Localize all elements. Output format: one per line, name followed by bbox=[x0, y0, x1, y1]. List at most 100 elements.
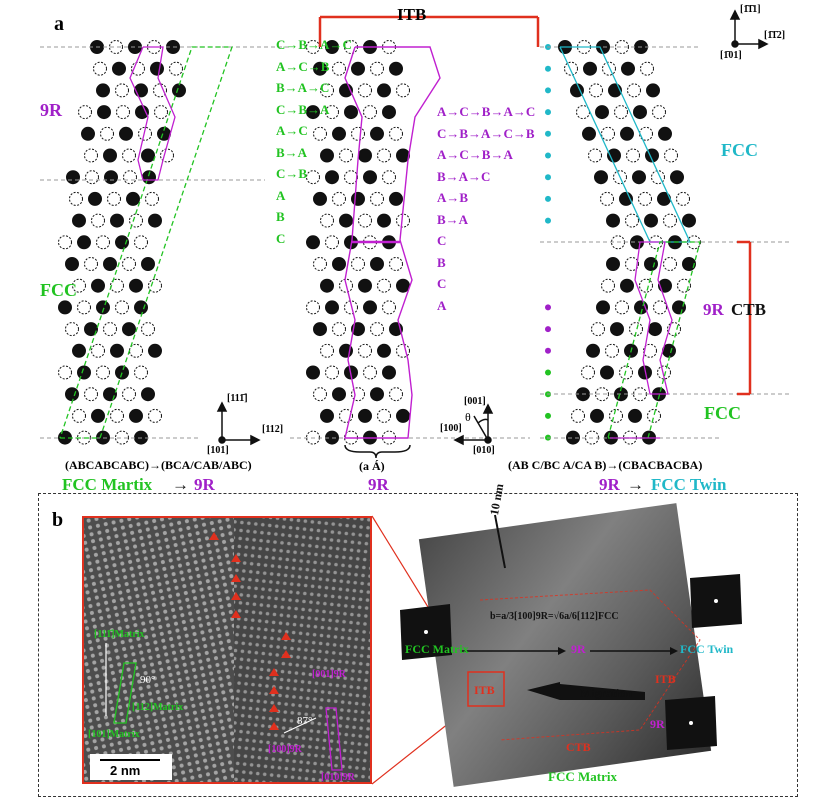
atom bbox=[84, 257, 98, 271]
atom bbox=[126, 191, 140, 206]
atom bbox=[320, 343, 334, 358]
label-9r: 9R bbox=[571, 642, 586, 656]
atom bbox=[313, 126, 327, 141]
atom bbox=[332, 61, 346, 76]
atom bbox=[148, 408, 162, 423]
atom bbox=[115, 83, 129, 98]
atom bbox=[129, 408, 143, 423]
boundary-arrowhead bbox=[269, 722, 279, 730]
9r-cell-left bbox=[129, 46, 176, 181]
axis-mid-left: [100] bbox=[440, 423, 462, 434]
caption-right-b: FCC Twin bbox=[651, 475, 727, 494]
atom bbox=[313, 387, 327, 402]
atom bbox=[377, 83, 391, 98]
scale-bar-small: 2 nm bbox=[110, 763, 141, 778]
stacking-row: A→C→B→A→C bbox=[437, 104, 536, 119]
period-label: (a Á) bbox=[359, 459, 385, 473]
atom bbox=[110, 213, 124, 228]
atom bbox=[325, 105, 339, 120]
atom bbox=[339, 213, 353, 228]
boundary-arrowhead bbox=[281, 650, 291, 658]
atom bbox=[351, 322, 365, 337]
label-itb-right: ITB bbox=[655, 672, 676, 686]
axes-mid bbox=[453, 403, 494, 446]
stacking-row: C→B→A→C→B bbox=[437, 125, 535, 141]
atom bbox=[389, 191, 403, 206]
atom bbox=[658, 126, 672, 141]
atom bbox=[306, 365, 320, 380]
atom bbox=[358, 213, 372, 228]
atom bbox=[358, 278, 372, 293]
stacking-row: A bbox=[276, 187, 286, 203]
atom bbox=[104, 170, 118, 185]
stacking-row: B bbox=[437, 254, 446, 270]
atom bbox=[332, 191, 346, 206]
period-brace bbox=[344, 444, 411, 459]
atom bbox=[615, 300, 629, 315]
atom bbox=[325, 170, 339, 185]
atom bbox=[595, 387, 609, 402]
atom bbox=[382, 300, 396, 315]
atom bbox=[607, 148, 621, 163]
atom bbox=[664, 148, 678, 163]
atom bbox=[141, 387, 155, 402]
axis-right-origin: [1̄01] bbox=[720, 50, 742, 61]
atom bbox=[625, 213, 639, 228]
atom bbox=[320, 148, 334, 163]
stacking-dot bbox=[545, 152, 551, 159]
atom bbox=[77, 365, 91, 380]
atom bbox=[84, 148, 98, 163]
atom bbox=[122, 387, 136, 402]
stacking-dot bbox=[545, 326, 551, 333]
atom bbox=[154, 105, 168, 120]
atom bbox=[589, 83, 603, 98]
atom bbox=[647, 408, 661, 423]
atom bbox=[663, 257, 677, 271]
hrtem-image: 2 nm [111̄]Matrix [112]Matrix [101]Matri… bbox=[82, 516, 372, 784]
atom bbox=[377, 278, 391, 293]
atom bbox=[110, 408, 124, 423]
atom bbox=[115, 430, 129, 445]
atom bbox=[119, 126, 133, 141]
atom bbox=[325, 365, 339, 380]
atom bbox=[644, 213, 658, 228]
stacking-row: A→B bbox=[437, 190, 469, 205]
atom bbox=[91, 343, 105, 358]
atom bbox=[129, 343, 143, 358]
atom bbox=[382, 105, 396, 120]
atom bbox=[88, 191, 102, 206]
atom bbox=[320, 278, 334, 293]
hr-angle-87: 87° bbox=[297, 715, 313, 727]
atom bbox=[682, 257, 696, 271]
boundary-arrowhead bbox=[281, 632, 291, 640]
atom bbox=[370, 126, 384, 141]
atom bbox=[389, 61, 403, 76]
atom bbox=[389, 126, 403, 141]
itb-label-top: ITB bbox=[397, 5, 427, 24]
atom bbox=[644, 257, 658, 271]
atom bbox=[58, 235, 72, 250]
atom bbox=[583, 61, 597, 76]
hr-angle-90: 90° bbox=[140, 674, 156, 686]
atom bbox=[306, 300, 320, 315]
atom bbox=[141, 322, 155, 337]
stacking-row: B→A→C bbox=[437, 168, 491, 184]
atom bbox=[148, 278, 162, 293]
atom bbox=[628, 408, 642, 423]
atom bbox=[606, 257, 620, 271]
caption-left-a: FCC Martix bbox=[62, 475, 153, 494]
atom bbox=[581, 365, 595, 380]
boundary-arrowhead bbox=[269, 668, 279, 676]
atom bbox=[626, 148, 640, 163]
caption-mid: 9R bbox=[368, 475, 389, 494]
atom bbox=[358, 408, 372, 423]
stacking-dot bbox=[545, 174, 551, 181]
atom bbox=[97, 105, 111, 120]
atom bbox=[643, 343, 657, 358]
atom bbox=[638, 191, 652, 206]
atom bbox=[320, 213, 334, 228]
stacking-row: B→A bbox=[437, 211, 469, 227]
atom bbox=[122, 148, 136, 163]
atom bbox=[332, 387, 346, 402]
atom bbox=[586, 343, 600, 358]
